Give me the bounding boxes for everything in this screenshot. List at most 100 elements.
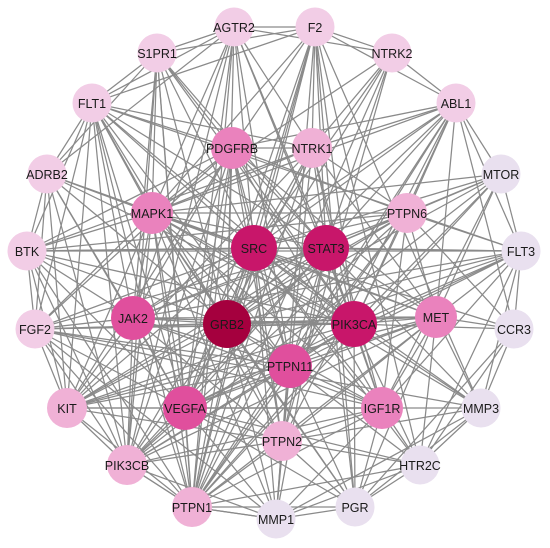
node-flt3[interactable]: FLT3: [501, 231, 541, 271]
edge-ntrk1-ntrk2: [311, 52, 393, 149]
node-circle: [27, 154, 67, 194]
edge-mapk1-met: [151, 212, 437, 318]
node-label: CCR3: [497, 323, 531, 337]
node-adrb2[interactable]: ADRB2: [26, 154, 68, 194]
edge-pdgfrb-btk: [26, 147, 233, 252]
node-f2[interactable]: F2: [295, 7, 335, 47]
node-label: JAK2: [118, 312, 148, 326]
edge-pik3ca-btk: [26, 250, 355, 325]
edge-vegfa-flt1: [91, 102, 186, 409]
edge-pdgfrb-ptpn2: [231, 147, 283, 442]
node-flt1[interactable]: FLT1: [72, 83, 112, 123]
edge-ntrk1-ptpn1: [191, 147, 313, 508]
edge-mmp3-mmp1: [275, 407, 482, 520]
edge-igf1r-mmp1: [275, 407, 383, 520]
edge-met-htr2c: [419, 316, 437, 466]
edge-src-mtor: [253, 173, 502, 249]
edge-ntrk2-ptpn1: [191, 52, 393, 508]
node-ptpn2[interactable]: PTPN2: [262, 421, 302, 461]
edge-pik3ca-flt3: [353, 250, 522, 325]
edge-vegfa-agtr2: [184, 26, 235, 409]
node-label: AGTR2: [213, 21, 255, 35]
edge-mapk1-pgr: [151, 212, 356, 508]
node-circle: [415, 296, 457, 338]
edge-agtr2-ptpn1: [191, 26, 235, 508]
edge-kit-adrb2: [46, 173, 68, 409]
node-circle: [295, 7, 335, 47]
edge-met-ptpn1: [191, 316, 437, 508]
node-grb2[interactable]: GRB2: [203, 300, 251, 348]
edge-s1pr1-ptpn1: [156, 52, 193, 508]
edge-ntrk1-kit: [66, 147, 313, 409]
node-label: NTRK1: [292, 142, 333, 156]
node-htr2c[interactable]: HTR2C: [399, 445, 441, 485]
node-circle: [172, 487, 212, 527]
node-mapk1[interactable]: MAPK1: [131, 192, 173, 234]
node-pdgfrb[interactable]: PDGFRB: [206, 127, 258, 169]
node-circle: [303, 225, 349, 271]
edge-ccr3-pgr: [354, 328, 515, 508]
edge-ptpn11-fgf2: [34, 328, 291, 367]
edge-htr2c-ptpn1: [191, 464, 421, 508]
node-met[interactable]: MET: [415, 296, 457, 338]
edge-ntrk1-f2: [311, 26, 316, 149]
node-abl1[interactable]: ABL1: [436, 83, 476, 123]
edge-pik3ca-kit: [66, 323, 355, 409]
edge-fgf2-flt1: [34, 102, 93, 330]
node-label: HTR2C: [399, 459, 441, 473]
edge-flt3-htr2c: [419, 250, 522, 466]
node-pik3cb[interactable]: PIK3CB: [105, 445, 149, 485]
node-s1pr1[interactable]: S1PR1: [137, 33, 177, 73]
edge-pdgfrb-abl1: [231, 102, 457, 149]
node-pgr[interactable]: PGR: [335, 487, 375, 527]
edge-mapk1-vegfa: [151, 212, 186, 409]
edge-jak2-ptpn1: [132, 317, 193, 508]
node-src[interactable]: SRC: [231, 225, 277, 271]
node-mmp3[interactable]: MMP3: [461, 388, 501, 428]
node-mmp1[interactable]: MMP1: [256, 499, 296, 539]
edge-grb2-agtr2: [226, 26, 235, 325]
edge-met-abl1: [435, 102, 457, 318]
node-ptpn11[interactable]: PTPN11: [267, 344, 313, 388]
node-vegfa[interactable]: VEGFA: [163, 386, 207, 430]
node-ccr3[interactable]: CCR3: [494, 309, 534, 349]
node-label: FGF2: [19, 323, 51, 337]
edge-s1pr1-pik3cb: [126, 52, 158, 466]
node-circle: [372, 33, 412, 73]
node-label: MTOR: [483, 168, 520, 182]
node-label: NTRK2: [372, 47, 413, 61]
node-circle: [47, 388, 87, 428]
node-label: MMP3: [463, 402, 499, 416]
node-label: PGR: [341, 501, 368, 515]
edge-pik3ca-adrb2: [46, 173, 355, 325]
node-ntrk1[interactable]: NTRK1: [292, 128, 333, 168]
node-ntrk2[interactable]: NTRK2: [372, 33, 413, 73]
node-label: MMP1: [258, 513, 294, 527]
node-igf1r[interactable]: IGF1R: [361, 387, 403, 429]
edge-grb2-f2: [226, 26, 316, 325]
edge-ptpn2-flt1: [91, 102, 283, 442]
node-circle: [214, 7, 254, 47]
node-fgf2[interactable]: FGF2: [15, 309, 55, 349]
node-circle: [335, 487, 375, 527]
node-stat3[interactable]: STAT3: [303, 225, 349, 271]
edge-pdgfrb-igf1r: [231, 147, 383, 409]
edge-met-mtor: [435, 173, 502, 318]
edge-jak2-flt1: [91, 102, 134, 319]
node-kit[interactable]: KIT: [47, 388, 87, 428]
node-ptpn6[interactable]: PTPN6: [387, 193, 427, 233]
node-pik3ca[interactable]: PIK3CA: [331, 301, 377, 347]
node-mtor[interactable]: MTOR: [481, 154, 521, 194]
edge-ntrk1-vegfa: [184, 147, 313, 409]
edge-pdgfrb-kit: [66, 147, 233, 409]
node-agtr2[interactable]: AGTR2: [213, 7, 255, 47]
edge-pdgfrb-pik3cb: [126, 147, 233, 466]
node-ptpn1[interactable]: PTPN1: [172, 487, 212, 527]
edge-jak2-abl1: [132, 102, 457, 319]
node-jak2[interactable]: JAK2: [111, 296, 155, 340]
edge-igf1r-ptpn6: [381, 212, 408, 409]
node-btk[interactable]: BTK: [7, 231, 47, 271]
node-label: MET: [423, 311, 450, 325]
node-label: PTPN11: [267, 360, 313, 374]
